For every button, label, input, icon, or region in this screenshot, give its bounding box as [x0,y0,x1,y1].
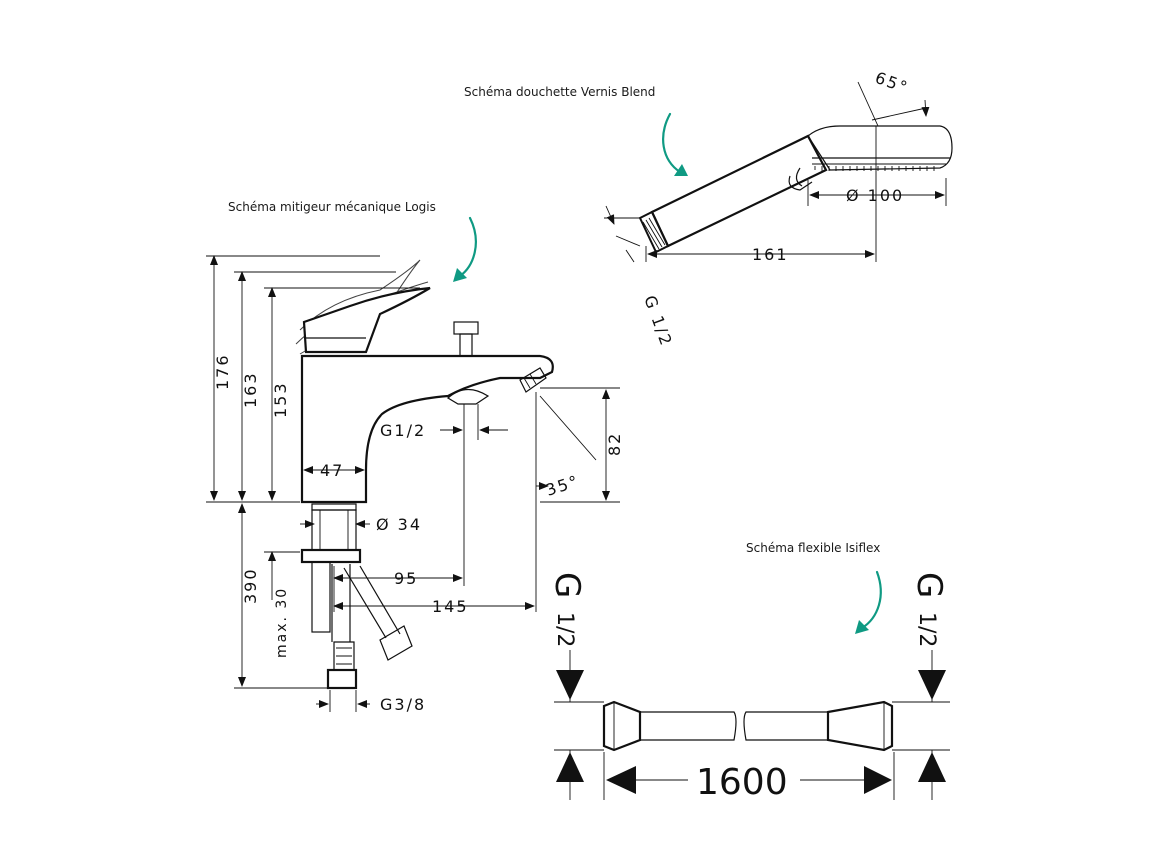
dim-mixer-diameter-34: Ø 34 [376,515,422,534]
dim-mixer-reach-145: 145 [432,597,469,616]
dim-shower-diameter-100: Ø 100 [846,186,904,205]
mixer-drawing [206,255,620,712]
dim-mixer-height-176: 176 [213,353,232,390]
dim-hose-length: 1600 [696,762,788,803]
dim-mixer-aerator-thread: G1/2 [380,421,426,440]
dim-hose-thread-right-fraction: 1/2 [914,612,939,647]
caption-mixer: Schéma mitigeur mécanique Logis [228,200,436,214]
dim-mixer-height-153: 153 [271,381,290,418]
dim-mixer-hose-390: 390 [241,567,260,604]
dim-hose-thread-left-letter: G [547,572,587,598]
dim-shower-length-161: 161 [752,245,789,264]
dim-hose-thread-left-fraction: 1/2 [552,612,577,647]
dim-mixer-height-82: 82 [605,432,624,456]
dim-mixer-reach-95: 95 [394,569,418,588]
dim-mixer-max-30: max. 30 [274,587,290,658]
dim-shower-angle-65: 65° [873,68,912,98]
annotation-arrow-hose [855,570,882,634]
caption-hose: Schéma flexible Isiflex [746,541,880,555]
annotation-arrow-mixer [453,216,477,282]
dim-mixer-height-163: 163 [241,371,260,408]
dim-mixer-connection-thread: G3/8 [380,695,426,714]
dim-mixer-width-47: 47 [320,461,344,480]
hose-drawing [554,650,950,800]
dim-mixer-angle-35: 35° [543,471,582,500]
shower-head-drawing [604,81,953,263]
annotation-arrow-shower [662,112,688,176]
dim-hose-thread-right-letter: G [909,572,949,598]
caption-shower: Schéma douchette Vernis Blend [464,85,655,99]
dim-shower-thread: G 1/2 [640,293,676,350]
